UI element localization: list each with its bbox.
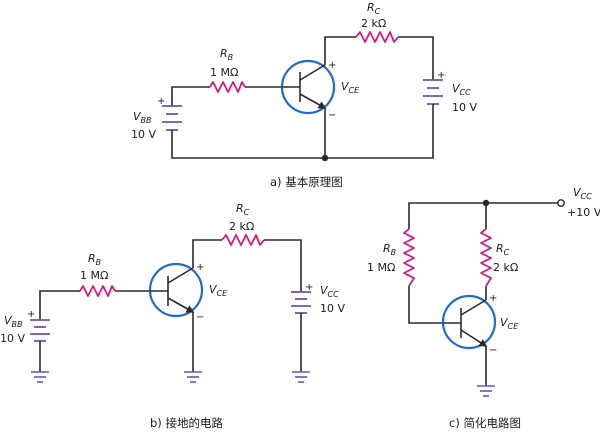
resistor-rb-b bbox=[79, 285, 116, 297]
caption-c: c) 简化电路图 bbox=[449, 416, 521, 430]
vcc-c-value: +10 V bbox=[567, 206, 600, 219]
ground-icon bbox=[477, 385, 495, 397]
vce-b-plus: + bbox=[196, 262, 204, 273]
vbb-b-plus: + bbox=[27, 309, 35, 320]
rb-c-symbol: RB bbox=[383, 242, 396, 257]
caption-a: a) 基本原理图 bbox=[270, 175, 343, 189]
vcc-b-symbol: VCC bbox=[320, 284, 339, 299]
ground-icon bbox=[184, 371, 202, 383]
rb-a-symbol: RB bbox=[220, 47, 233, 62]
wire-b-collector-up bbox=[192, 239, 222, 268]
vcc-b-value: 10 V bbox=[320, 302, 345, 315]
circuit-c: RB 1 MΩ RC 2 kΩ VCC +10 V + − VCE c) 简化电… bbox=[367, 186, 600, 430]
resistor-rc-c bbox=[480, 228, 492, 287]
wire-a-vcc-down bbox=[171, 108, 434, 159]
wire-b-base-left bbox=[39, 290, 80, 320]
rc-b-symbol: RC bbox=[236, 202, 250, 217]
battery-vbb-b bbox=[30, 319, 50, 344]
transistor-b bbox=[148, 262, 204, 318]
wire-a-base-left bbox=[171, 86, 210, 106]
caption-b: b) 接地的电路 bbox=[150, 416, 223, 430]
vcc-terminal bbox=[557, 199, 565, 207]
ground-icon bbox=[31, 371, 49, 383]
rb-c-value: 1 MΩ bbox=[367, 261, 395, 274]
vbb-a-plus: + bbox=[157, 96, 165, 107]
vce-b-minus: − bbox=[196, 312, 204, 323]
resistor-rb-a bbox=[209, 81, 246, 93]
resistor-rc-a bbox=[355, 31, 399, 43]
vcc-a-value: 10 V bbox=[452, 101, 477, 114]
rb-a-value: 1 MΩ bbox=[210, 66, 238, 79]
resistor-rc-b bbox=[221, 234, 265, 246]
vce-c-minus: − bbox=[489, 345, 497, 356]
vcc-a-symbol: VCC bbox=[452, 82, 471, 97]
battery-vcc-a bbox=[423, 79, 443, 108]
vbb-b-symbol: VBB bbox=[4, 314, 23, 329]
battery-vbb-a bbox=[162, 105, 182, 138]
vce-a-symbol: VCE bbox=[341, 80, 360, 95]
rc-c-symbol: RC bbox=[496, 242, 510, 257]
junction-a bbox=[321, 154, 329, 162]
wire-c-top bbox=[408, 202, 558, 229]
rb-b-value: 1 MΩ bbox=[80, 269, 108, 282]
battery-vcc-b bbox=[291, 291, 311, 318]
rc-c-value: 2 kΩ bbox=[493, 261, 518, 274]
vce-c-symbol: VCE bbox=[500, 316, 519, 331]
wire-a-collector-up bbox=[324, 36, 356, 65]
vce-a-minus: − bbox=[328, 110, 336, 121]
vbb-a-symbol: VBB bbox=[133, 110, 152, 125]
resistor-rb-c bbox=[403, 228, 415, 287]
rc-b-value: 2 kΩ bbox=[229, 220, 254, 233]
wire-b-rc-right bbox=[264, 239, 302, 292]
junction-c bbox=[482, 199, 490, 207]
vcc-c-symbol: VCC bbox=[573, 186, 592, 201]
vbb-a-value: 10 V bbox=[131, 128, 156, 141]
vce-c-plus: + bbox=[489, 293, 497, 304]
circuit-b: RB 1 MΩ RC 2 kΩ + VBB 10 V + VCC 10 V bbox=[0, 202, 345, 430]
wire-c-rb-to-base bbox=[408, 286, 445, 324]
wire-a-rc-right bbox=[398, 36, 434, 80]
vcc-a-plus: + bbox=[437, 70, 445, 81]
rc-a-symbol: RC bbox=[367, 1, 381, 16]
circuit-a: RB 1 MΩ RC 2 kΩ + VBB 10 V + VCC 10 V bbox=[131, 1, 477, 189]
transistor-a bbox=[280, 59, 336, 115]
rc-a-value: 2 kΩ bbox=[361, 17, 386, 30]
transistor-c bbox=[441, 294, 497, 350]
vce-b-symbol: VCE bbox=[209, 283, 228, 298]
vbb-b-value: 10 V bbox=[0, 332, 25, 345]
vcc-b-plus: + bbox=[305, 282, 313, 293]
rb-b-symbol: RB bbox=[88, 252, 101, 267]
ground-icon bbox=[292, 371, 310, 383]
vce-a-plus: + bbox=[328, 60, 336, 71]
